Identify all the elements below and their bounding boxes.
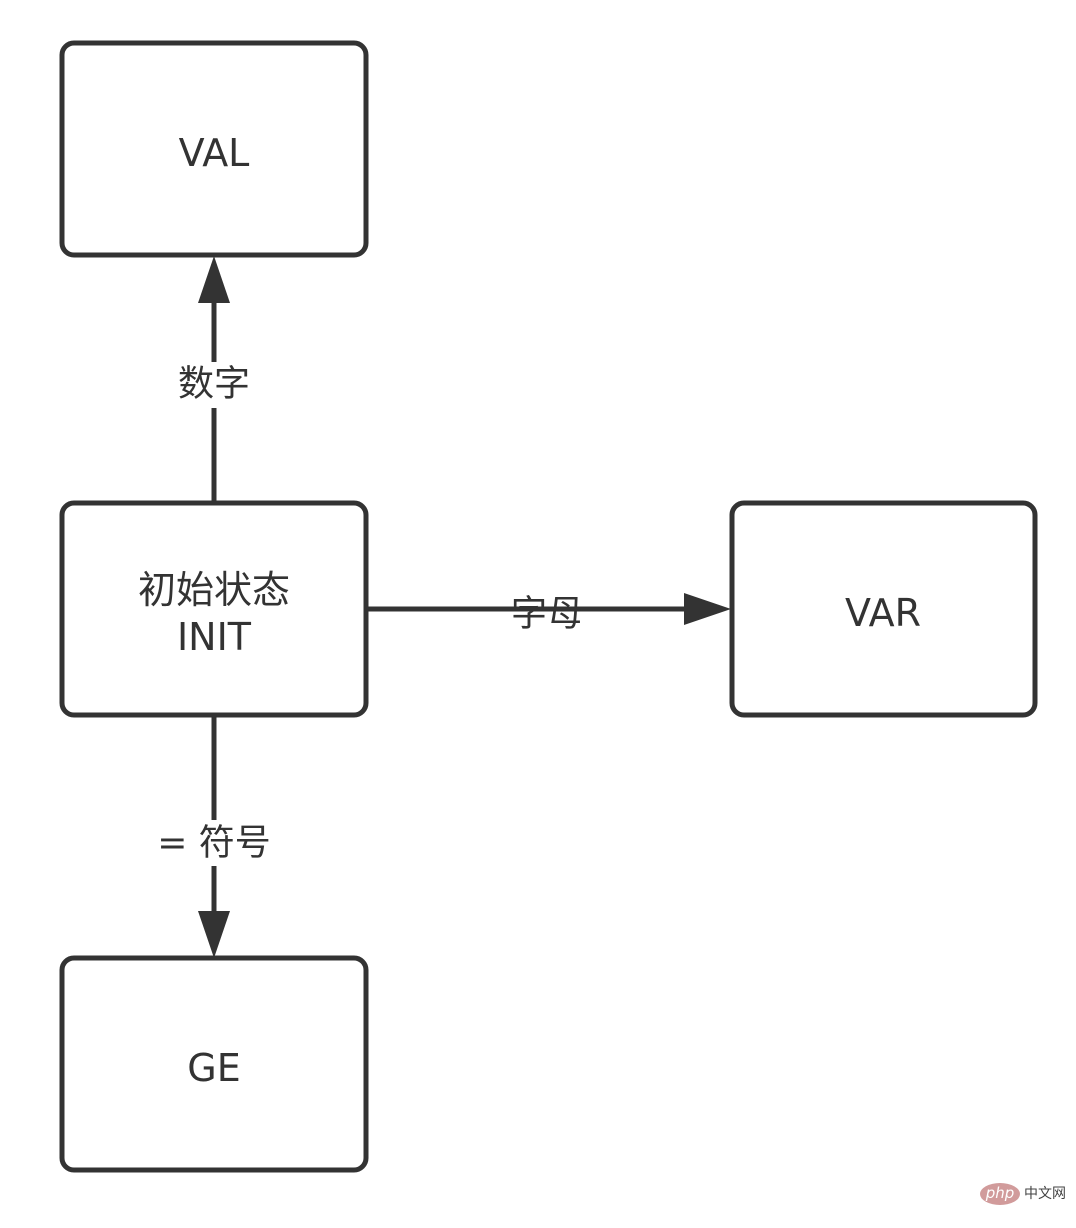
watermark: php 中文网 [980, 1183, 1066, 1205]
edge-label-letter: 字母 [511, 594, 583, 635]
node-var[interactable]: VAR [729, 500, 1038, 718]
node-box [729, 500, 1038, 718]
watermark-logo-text: php [985, 1184, 1015, 1202]
node-label: VAL [179, 131, 250, 175]
node-label: VAR [845, 591, 921, 635]
edge-init-to-ge: = 符号 [150, 716, 278, 958]
node-label: GE [187, 1046, 240, 1090]
node-label-english: INIT [177, 615, 252, 659]
node-box [59, 40, 369, 258]
arrow-head-down [198, 911, 230, 958]
edge-label-digit: 数字 [178, 364, 250, 405]
edge-label-background [170, 362, 258, 408]
php-logo-icon [980, 1183, 1020, 1205]
watermark-site-text: 中文网 [1024, 1186, 1066, 1202]
node-box [59, 955, 369, 1173]
arrow-head-up [198, 256, 230, 303]
node-box [59, 500, 369, 718]
edge-label-background [150, 820, 278, 866]
node-ge[interactable]: GE [59, 955, 369, 1173]
edge-label-equals-symbol: = 符号 [157, 823, 271, 864]
node-init[interactable]: 初始状态 INIT [59, 500, 369, 718]
node-label-chinese: 初始状态 [138, 568, 290, 612]
edge-init-to-val: 数字 [170, 256, 258, 502]
arrow-head-right [684, 593, 731, 625]
node-val[interactable]: VAL [59, 40, 369, 258]
edge-init-to-var: 字母 [366, 593, 731, 635]
